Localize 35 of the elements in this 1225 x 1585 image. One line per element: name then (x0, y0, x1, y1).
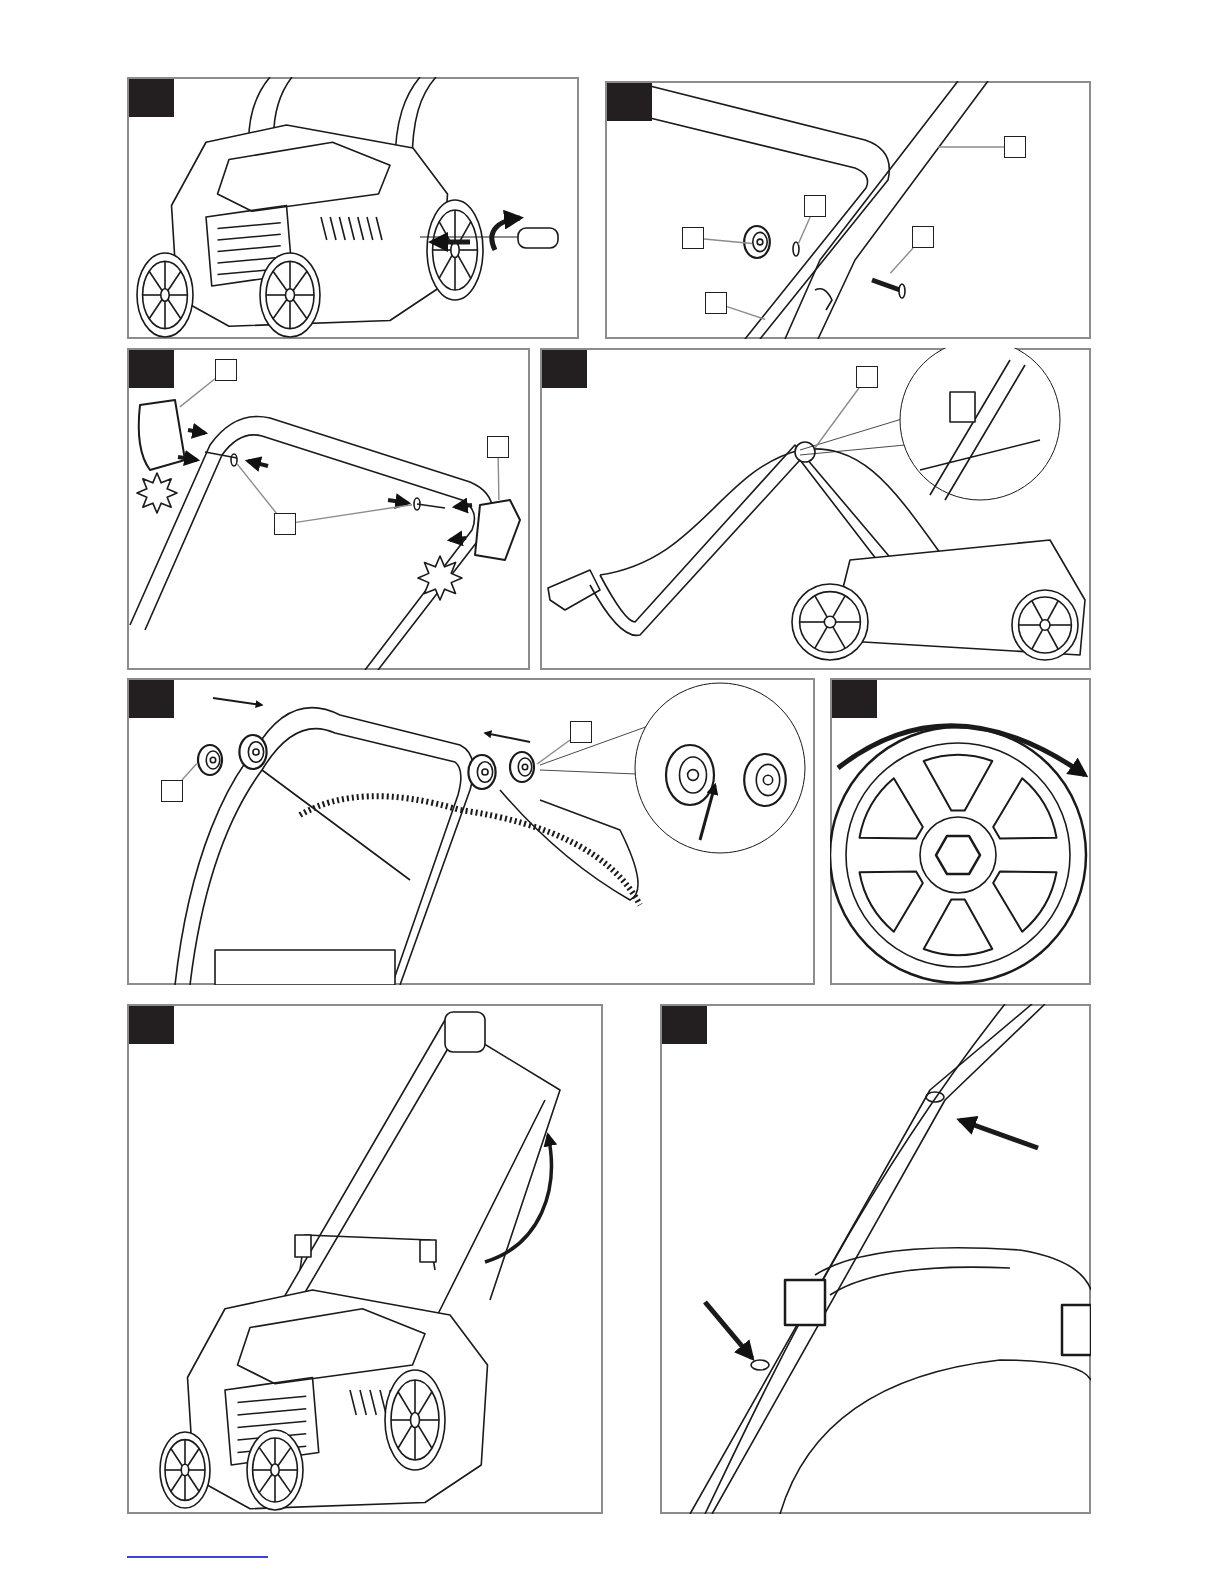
callout-box (705, 292, 727, 314)
leader-line (536, 739, 571, 765)
leader-line (889, 247, 914, 274)
callout-box (161, 780, 183, 802)
leader-line (236, 463, 277, 514)
callout-box (274, 513, 296, 535)
callout-box (487, 436, 509, 458)
step-number-box (129, 350, 174, 388)
callout-box (804, 195, 826, 217)
leader-line (497, 457, 500, 501)
step-number-box (129, 680, 174, 718)
callout-box (215, 359, 237, 381)
callout-box (682, 227, 704, 249)
callout-box (856, 366, 878, 388)
leader-line (179, 378, 216, 408)
leader-line (181, 763, 198, 781)
leader-line (814, 387, 860, 449)
step-number-box (129, 79, 174, 117)
leader-line (726, 305, 766, 321)
leader-line (295, 504, 413, 524)
leader-line (937, 146, 1005, 148)
leader-line (703, 238, 753, 245)
callout-box (912, 226, 934, 248)
step-number-box (607, 83, 652, 121)
illustration-panel (605, 81, 1091, 339)
illustration-panel (127, 348, 530, 670)
callout-box (1004, 136, 1026, 158)
leader-line (797, 216, 811, 246)
step-number-box (832, 680, 877, 718)
step-number-box (542, 350, 587, 388)
step-number-box (129, 1006, 174, 1044)
step-number-box (662, 1006, 707, 1044)
illustration-panel (127, 1004, 603, 1514)
callout-box (570, 721, 592, 743)
illustration-panel (830, 678, 1091, 985)
